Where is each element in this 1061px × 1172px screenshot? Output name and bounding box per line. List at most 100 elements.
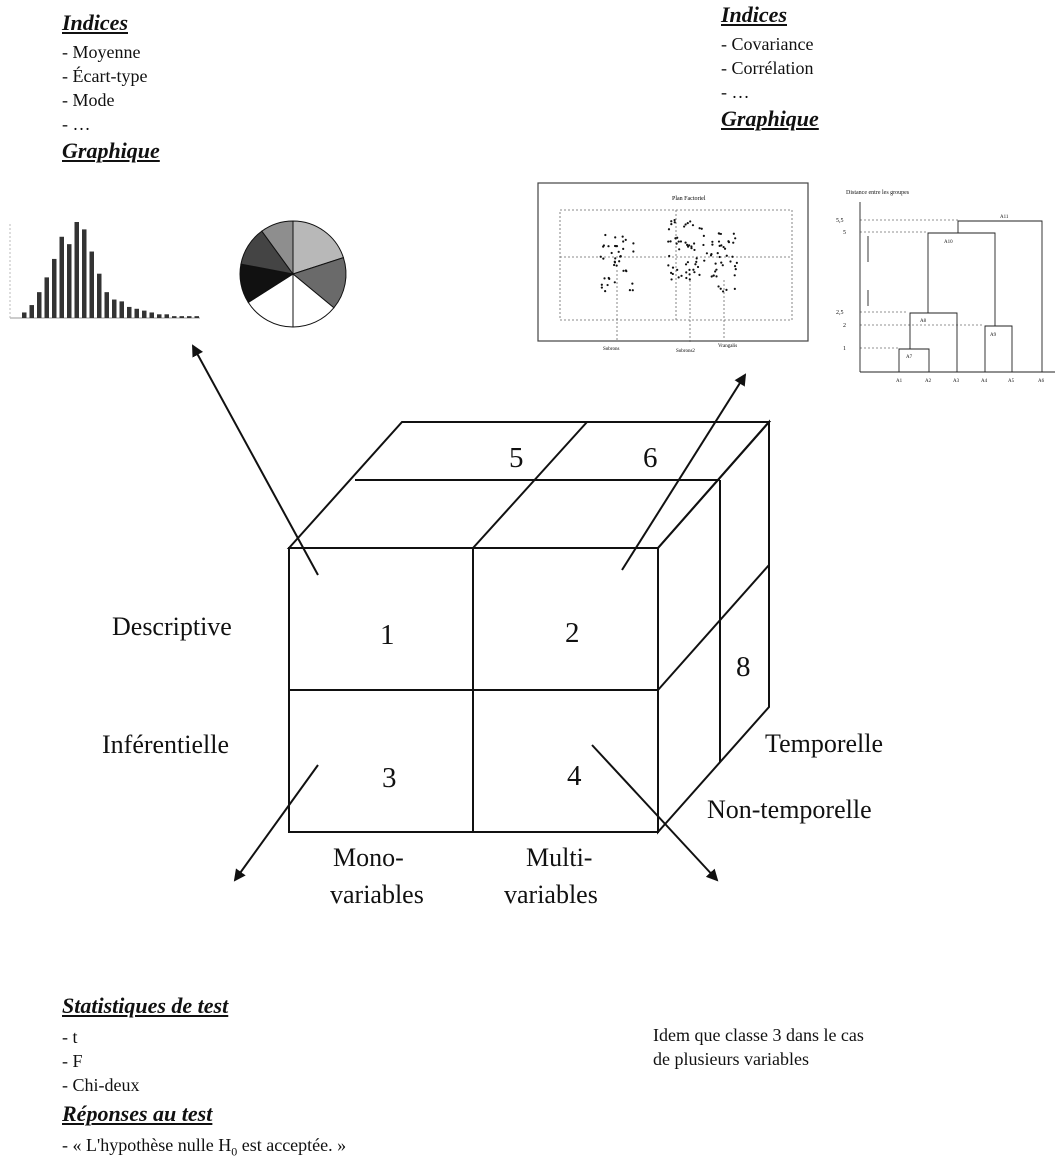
scatter-point [715,275,718,278]
scatter-title: Plan Factoriel [672,196,706,202]
scatter-plot-area [559,209,793,321]
dendro-xtick-3: A3 [953,379,960,384]
responses-heading: Réponses au test [62,1101,213,1126]
scatter-point [677,276,680,279]
scatter-point [617,250,620,253]
arrow-cell3-to-bottom-left [233,764,319,882]
scatter-point [614,257,617,260]
scatter-point [671,272,674,276]
scatter-point [690,247,693,250]
scatter-point [733,265,737,268]
cell-6: 6 [643,442,658,474]
dendro-xtick-6: A6 [1038,379,1045,384]
histogram-bar [74,222,79,318]
scatter-point [670,278,673,281]
scatter-point [624,238,627,242]
scatter-point [622,247,625,250]
scatter-point [679,240,683,243]
scatter-point [670,223,673,226]
cube-side-face [657,419,770,835]
scatter-point [698,273,701,276]
histogram-bars [22,222,199,318]
dendro-ytick-4: 2 [843,323,846,329]
scatter-point [602,257,605,260]
histogram-bar [97,273,102,318]
scatter-thumbnail: Plan Factoriel Sobrons Sobrons2 Vrangali… [537,182,809,354]
dendro-link-a8 [909,312,958,372]
indices-item-right: - Covariance [721,34,814,54]
indices-item-left: - Moyenne [62,42,141,62]
indices-heading-right: Indices [721,2,787,27]
histogram-bar [194,316,199,318]
scatter-point [702,234,705,237]
scatter-point [695,260,698,263]
scatter-point [691,224,695,227]
scatter-point [725,254,728,257]
note-line-1: Idem que classe 3 dans le cas [653,1025,864,1045]
scatter-point [733,287,736,290]
pie-slice [292,220,345,275]
scatter-point [667,264,670,267]
indices-item-right: - … [721,82,750,102]
scatter-xlabel-1: Sobrons [603,347,619,352]
scatter-point [669,240,672,243]
scatter-xlabel-2: Sobrons2 [676,349,695,354]
scatter-point [686,243,689,246]
indices-item-left: - … [62,114,91,134]
dendro-node-a10: A10 [944,240,953,245]
scatter-point [731,255,734,258]
scatter-point [717,240,721,243]
scatter-point [711,240,714,243]
scatter-point [631,282,634,285]
scatter-point [711,243,714,246]
scatter-point [673,218,676,222]
scatter-xlabel-3: Vrangalis [718,344,737,349]
top-right-panel: Indices - Covariance- Corrélation- … Gra… [721,2,819,132]
scatter-point [670,220,673,223]
cell-3: 3 [382,762,397,794]
dendro-node-a8: A8 [920,319,927,324]
scatter-point [628,289,632,292]
dendro-ytick-3: 2,5 [836,310,844,316]
histogram-bar [22,312,27,318]
dendro-node-a9: A9 [990,333,997,338]
scatter-point [686,261,690,264]
histogram-bar [157,314,162,318]
scatter-point [684,263,688,266]
dendro-link-a7 [898,348,930,372]
cube [286,419,772,835]
scatter-point [683,225,686,228]
scatter-point [688,278,691,281]
scatter-point [696,265,700,269]
scatter-point [607,245,610,248]
scatter-point [678,248,681,251]
dendro-node-a11: A11 [1000,215,1009,220]
histogram-bar [37,292,42,318]
stats-item: - F [62,1051,83,1071]
scatter-point [694,263,697,266]
scatter-point [734,237,737,240]
scatter-point [673,221,676,224]
cube-cell-numbers: 1 2 3 4 5 6 8 [380,442,751,794]
scatter-point [615,264,618,267]
scatter-point [719,232,723,236]
scatter-point [602,244,605,247]
scatter-point [705,252,709,255]
pie-slice [261,220,294,276]
histogram-bar [142,310,147,318]
col-label-multi-line1: Multi- [526,843,592,872]
scatter-point [732,241,735,244]
graphique-heading-left: Graphique [62,138,160,163]
scatter-point [624,269,628,272]
histogram-thumbnail [9,222,200,319]
scatter-point [721,290,725,293]
dendro-xtick-5: A5 [1008,379,1015,384]
indices-heading-left: Indices [62,10,128,35]
scatter-point [668,254,671,258]
stats-heading: Statistiques de test [62,993,229,1018]
depth-label-non-temporelle: Non-temporelle [707,795,872,824]
arrow-cell2-to-top-right [621,373,747,571]
depth-label-temporelle: Temporelle [765,729,883,758]
cell-4: 4 [567,760,582,792]
scatter-point [685,271,688,274]
